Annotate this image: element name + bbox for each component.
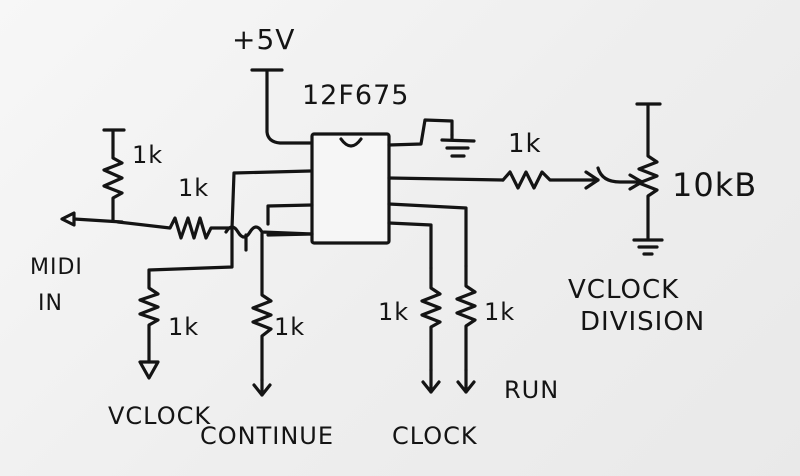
potentiometer-10kb [596,102,664,256]
wire-crossings [224,225,314,252]
label-vclock: VCLOCK [108,402,211,430]
label-clock-resistor: 1k [378,298,409,326]
label-vclock-division-2: DIVISION [580,307,705,337]
resistor-continue [251,232,273,397]
label-pot-series: 1k [508,129,542,159]
ground-chip [440,133,476,158]
label-continue: CONTINUE [200,422,334,450]
label-pullup: 1k [132,141,163,169]
resistor-midi-series [116,216,232,240]
label-vclock-division-1: VCLOCK [568,275,679,305]
resistor-pot-series [501,170,600,190]
chip-12f675 [230,118,505,270]
label-clock: CLOCK [392,422,478,450]
label-run-resistor: 1k [484,298,515,326]
resistor-vclock [138,226,234,380]
label-chip: 12F675 [302,80,409,111]
label-in: IN [38,291,63,316]
label-continue-resistor: 1k [274,313,305,341]
label-pot: 10kB [672,166,757,204]
resistor-run [455,264,477,394]
label-midi: MIDI [30,255,83,280]
resistor-pullup [102,128,126,222]
supply-5v [250,68,312,145]
label-midi-series: 1k [178,174,209,202]
label-run: RUN [504,376,559,404]
label-vclock-resistor: 1k [168,313,199,341]
label-supply: +5V [232,23,295,56]
midi-in-terminal [60,211,124,227]
resistor-clock [420,266,442,394]
